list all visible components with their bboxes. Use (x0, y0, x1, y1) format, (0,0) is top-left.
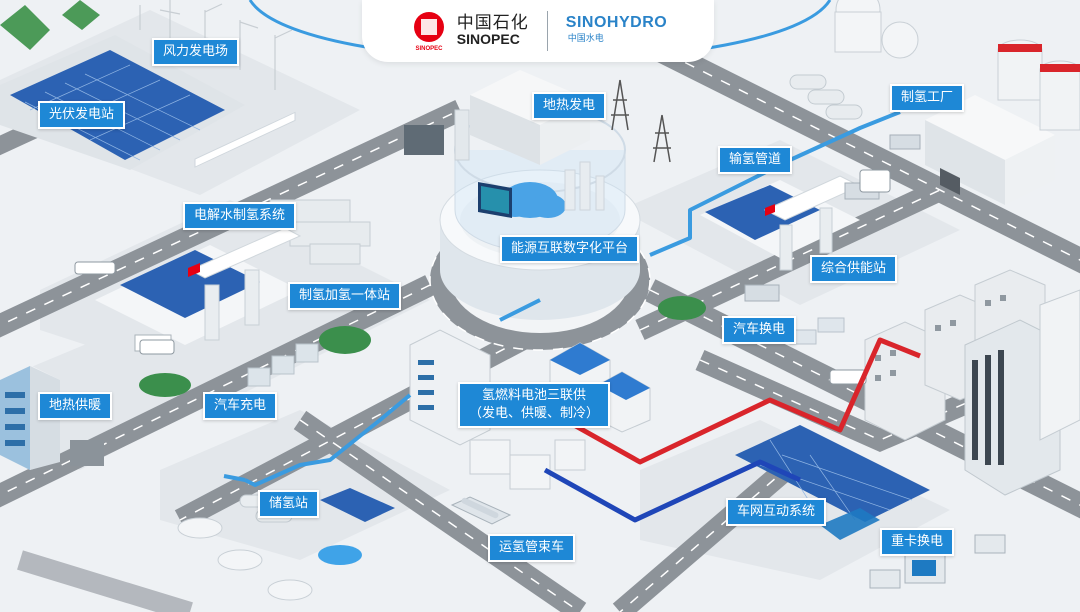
sinopec-logo: SINOPEC 中国石化 SINOPEC (409, 9, 529, 53)
label-v2g: 车网互动系统 (726, 498, 827, 526)
label-h2-tube-truck: 运氢管束车 (488, 534, 576, 562)
sinohydro-logo: SINOHYDRO 中国水电 (566, 15, 667, 47)
label-geothermal-power: 地热发电 (532, 92, 607, 120)
label-h2-factory: 制氢工厂 (890, 84, 965, 112)
label-energy-platform: 能源互联数字化平台 (500, 235, 640, 263)
sinopec-mark-text: SINOPEC (415, 46, 443, 52)
label-fuel-cell-cchp: 氢燃料电池三联供 （发电、供暖、制冷） (458, 382, 611, 428)
label-wind-farm: 风力发电场 (152, 38, 240, 66)
sinohydro-name-cn: 中国水电 (567, 34, 604, 44)
label-electrolysis: 电解水制氢系统 (183, 202, 297, 230)
label-heavy-truck-swap: 重卡换电 (880, 528, 955, 556)
label-battery-swap-car: 汽车换电 (722, 316, 797, 344)
label-h2-station: 制氢加氢一体站 (288, 282, 402, 310)
logo-divider (546, 11, 548, 51)
sinohydro-name-en: SINOHYDRO (565, 14, 668, 31)
label-pv-station: 光伏发电站 (38, 101, 126, 129)
label-car-charging: 汽车充电 (203, 392, 278, 420)
label-h2-storage: 储氢站 (258, 490, 320, 518)
label-fuel-cell-line2: （发电、供暖、制冷） (469, 406, 600, 421)
label-h2-pipeline: 输氢管道 (718, 146, 793, 174)
sinopec-emblem-icon: SINOPEC (413, 12, 444, 52)
header-logos: SINOPEC 中国石化 SINOPEC SINOHYDRO 中国水电 (362, 0, 714, 62)
sinopec-name-en: SINOPEC (456, 31, 520, 47)
label-integrated-station: 综合供能站 (810, 255, 898, 283)
label-geothermal-heating: 地热供暖 (38, 392, 113, 420)
sinopec-name-cn: 中国石化 (456, 13, 529, 33)
label-fuel-cell-line1: 氢燃料电池三联供 (482, 388, 587, 403)
